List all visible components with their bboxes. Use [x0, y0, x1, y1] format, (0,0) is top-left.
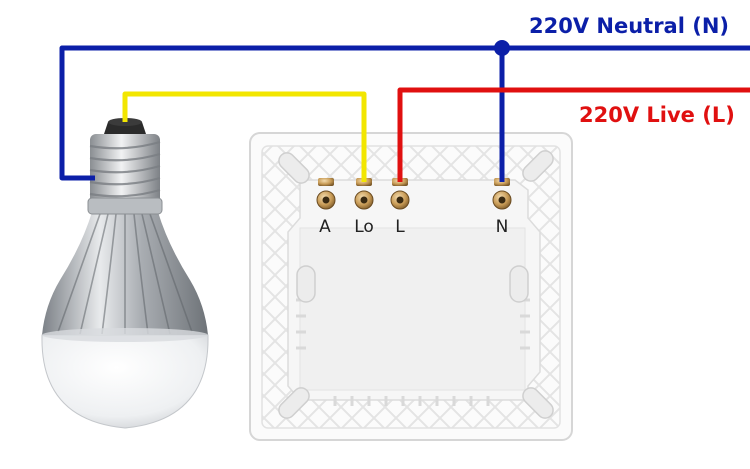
terminal-label-a: A [319, 217, 331, 237]
switch-back-plate [249, 132, 573, 441]
terminal-screws [316, 178, 512, 210]
terminal-label-n: N [495, 217, 509, 237]
terminal-label-lo: Lo [354, 217, 374, 237]
mounting-slot [278, 150, 554, 419]
neutral-junction-dot [494, 40, 510, 56]
switched-wire [122, 91, 367, 182]
live-label: 220V Live (L) [579, 103, 735, 127]
neutral-wire [59, 45, 750, 182]
live-wire [397, 87, 750, 182]
terminal-label-l: L [395, 217, 405, 237]
neutral-label: 220V Neutral (N) [529, 14, 730, 38]
led-bulb-icon [41, 118, 209, 429]
